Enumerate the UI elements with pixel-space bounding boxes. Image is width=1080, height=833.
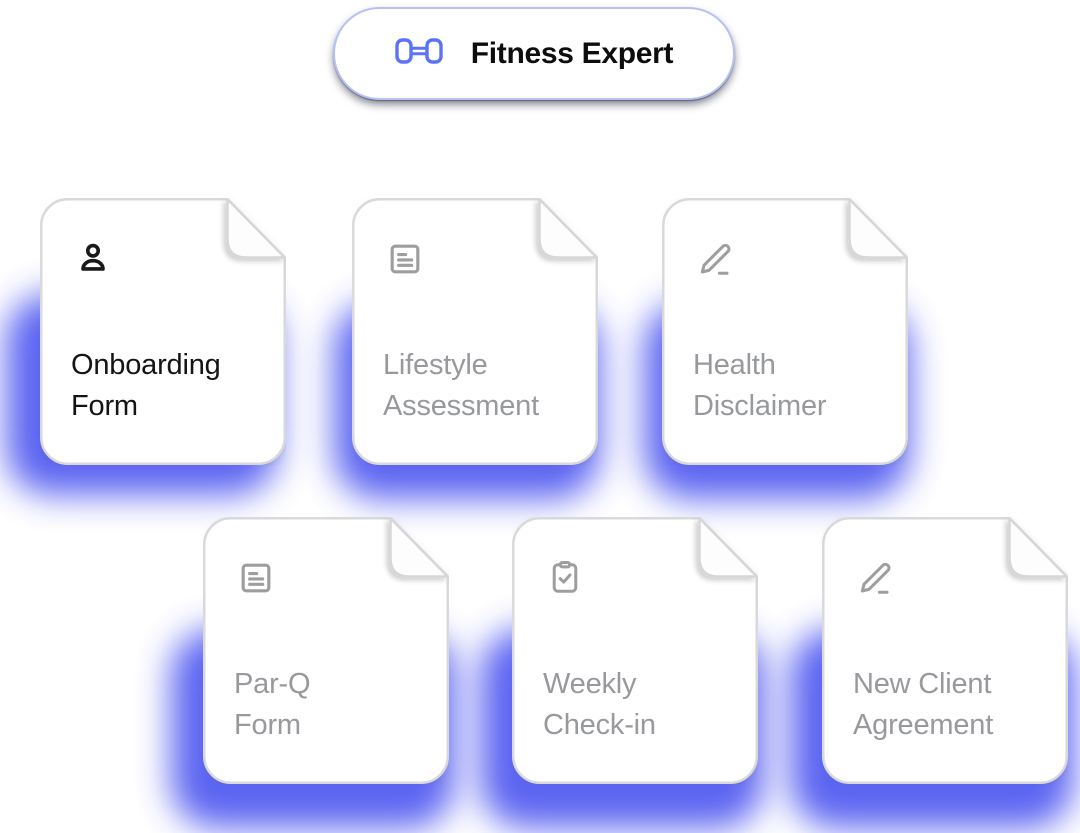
user-icon — [74, 240, 112, 278]
fitness-expert-badge[interactable]: Fitness Expert — [333, 7, 735, 100]
title-line-1: Onboarding — [71, 349, 221, 381]
document-title: Health Disclaimer — [693, 345, 890, 427]
paper-shape — [512, 517, 758, 784]
document-title: Onboarding Form — [71, 345, 268, 427]
title-line-1: Par-Q — [234, 668, 311, 700]
title-line-2: Form — [234, 709, 301, 741]
document-card-lifestyle-assessment[interactable]: Lifestyle Assessment — [334, 198, 600, 499]
document-card-new-client-agreement[interactable]: New Client Agreement — [790, 517, 1074, 828]
document-title: Par-Q Form — [234, 664, 431, 746]
document-card-health-disclaimer[interactable]: Health Disclaimer — [644, 198, 910, 499]
badge-label: Fitness Expert — [470, 36, 674, 70]
title-line-2: Check-in — [543, 709, 656, 741]
document-text-icon — [386, 240, 424, 278]
dumbbell-icon — [395, 38, 443, 69]
document-title: Weekly Check-in — [543, 664, 740, 746]
paper-shape — [662, 198, 908, 465]
document-title: Lifestyle Assessment — [383, 345, 580, 427]
document-title: New Client Agreement — [853, 664, 1050, 746]
paper-shape — [352, 198, 598, 465]
clipboard-check-icon — [546, 559, 584, 597]
title-line-2: Form — [71, 390, 138, 422]
title-line-2: Agreement — [853, 709, 994, 741]
title-line-1: New Client — [853, 668, 992, 700]
pencil-icon — [856, 559, 894, 597]
title-line-2: Assessment — [383, 390, 539, 422]
document-card-weekly-check-in[interactable]: Weekly Check-in — [480, 517, 764, 828]
paper-shape — [203, 517, 449, 784]
title-line-1: Weekly — [543, 668, 637, 700]
title-line-1: Health — [693, 349, 776, 381]
document-text-icon — [237, 559, 275, 597]
title-line-2: Disclaimer — [693, 390, 827, 422]
pencil-icon — [696, 240, 734, 278]
paper-shape — [822, 517, 1068, 784]
title-line-1: Lifestyle — [383, 349, 488, 381]
document-card-onboarding-form[interactable]: Onboarding Form — [6, 198, 286, 495]
document-card-par-q-form[interactable]: Par-Q Form — [171, 517, 455, 828]
